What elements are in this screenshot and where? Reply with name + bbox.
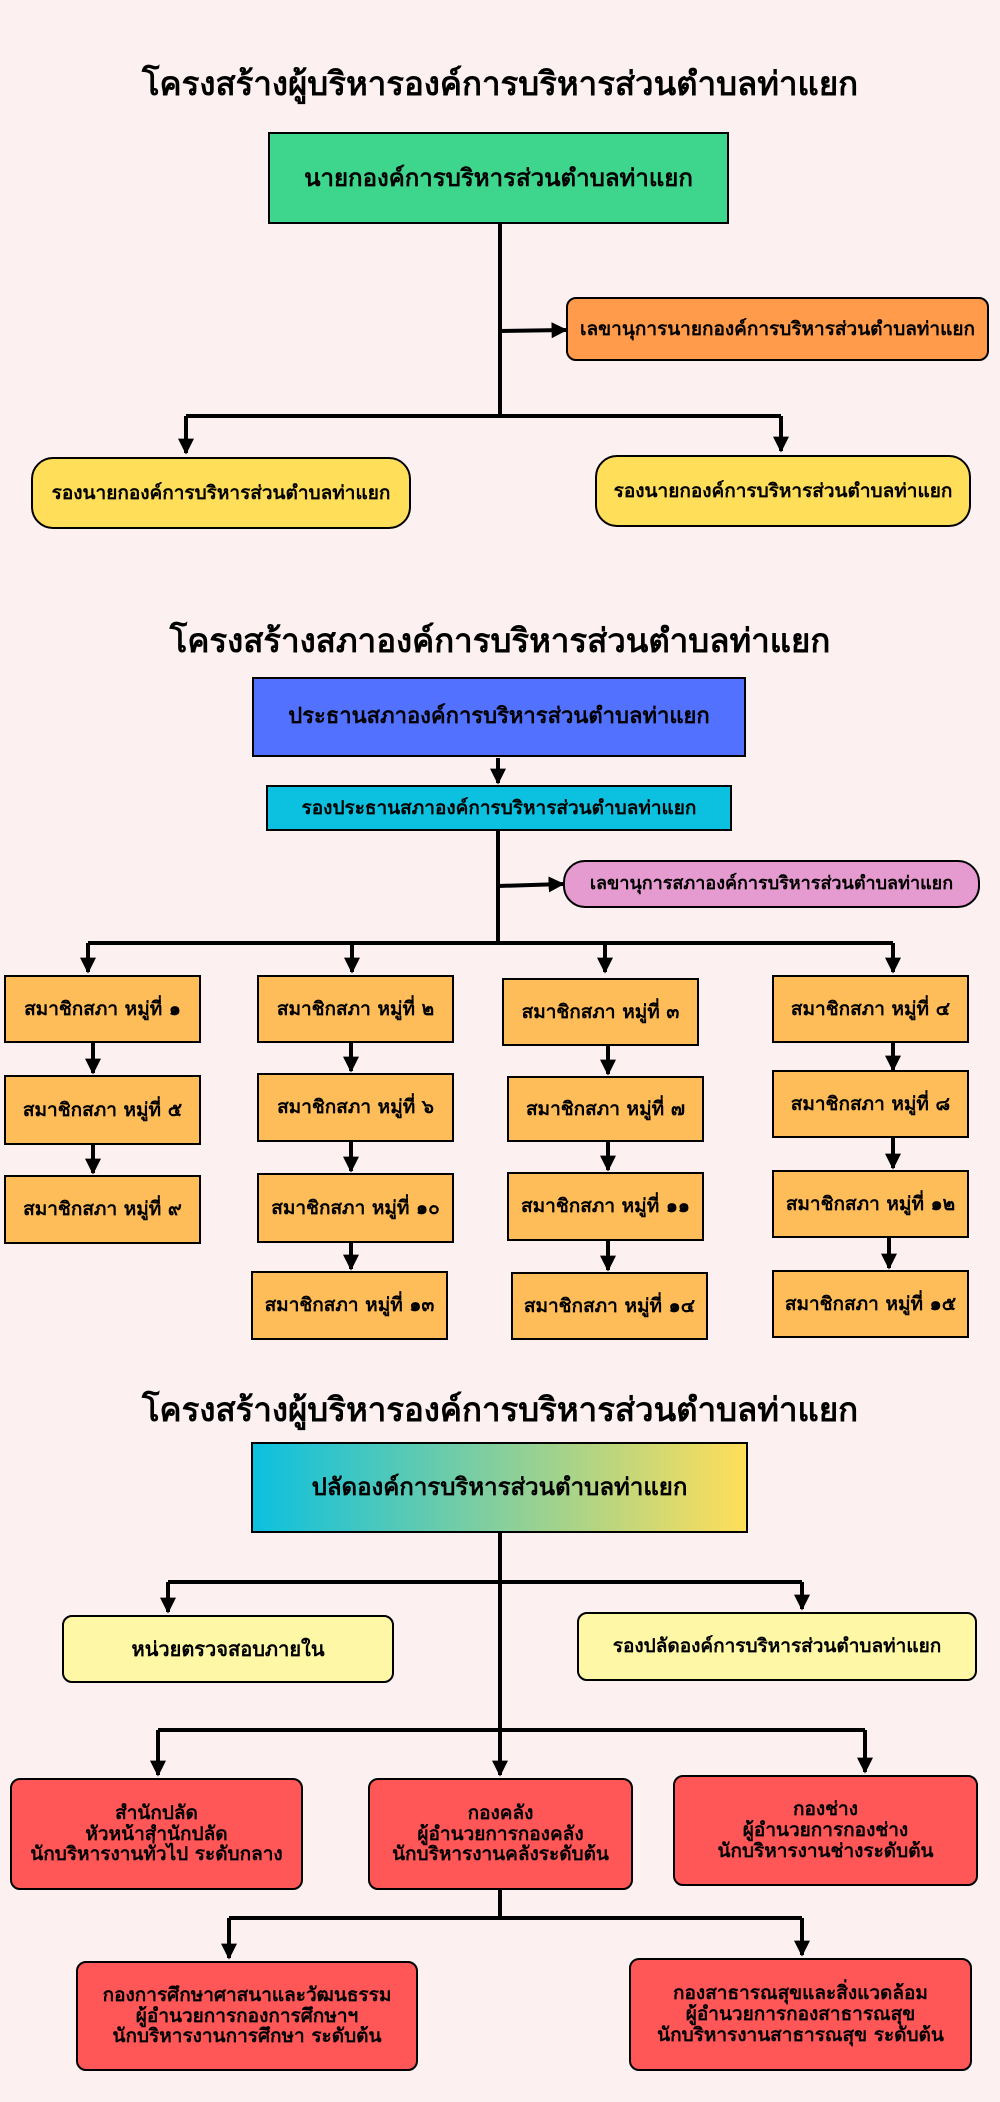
council-member-8: สมาชิกสภา หมู่ที่ ๘ <box>772 1070 969 1138</box>
mayor-secretary-box: เลขานุการนายกองค์การบริหารส่วนตำบลท่าแยก <box>566 297 989 361</box>
education-division-name: กองการศึกษาศาสนาและวัฒนธรรม <box>102 1983 392 2006</box>
council-secretary-box: เลขานุการสภาองค์การบริหารส่วนตำบลท่าแยก <box>563 860 980 908</box>
deputy-mayor-left-box: รองนายกองค์การบริหารส่วนตำบลท่าแยก <box>31 457 411 529</box>
council-member-11: สมาชิกสภา หมู่ที่ ๑๑ <box>507 1172 704 1241</box>
finance-division-head: ผู้อำนวยการกองคลัง <box>417 1822 584 1845</box>
clerk-office-name: สำนักปลัด <box>115 1801 198 1824</box>
mayor-box: นายกองค์การบริหารส่วนตำบลท่าแยก <box>268 132 729 224</box>
engineering-division-level: นักบริหารงานช่างระดับต้น <box>717 1839 934 1862</box>
council-member-15: สมาชิกสภา หมู่ที่ ๑๕ <box>772 1270 969 1338</box>
finance-division-level: นักบริหารงานคลังระดับต้น <box>392 1843 609 1866</box>
council-president-box: ประธานสภาองค์การบริหารส่วนตำบลท่าแยก <box>252 677 746 757</box>
public-health-division-level: นักบริหารงานสาธารณสุข ระดับต้น <box>657 2023 944 2046</box>
clerk-office-level: นักบริหารงานทั่วไป ระดับกลาง <box>30 1843 283 1866</box>
council-member-4: สมาชิกสภา หมู่ที่ ๔ <box>772 975 969 1043</box>
public-health-division-head: ผู้อำนวยการกองสาธารณสุข <box>685 2003 916 2026</box>
education-division-head: ผู้อำนวยการกองการศึกษาฯ <box>135 2004 359 2027</box>
council-member-3: สมาชิกสภา หมู่ที่ ๓ <box>502 978 699 1046</box>
deputy-mayor-right-box: รองนายกองค์การบริหารส่วนตำบลท่าแยก <box>595 455 971 527</box>
council-member-14: สมาชิกสภา หมู่ที่ ๑๔ <box>511 1272 708 1340</box>
council-member-12: สมาชิกสภา หมู่ที่ ๑๒ <box>772 1170 969 1238</box>
council-member-7: สมาชิกสภา หมู่ที่ ๗ <box>507 1076 704 1142</box>
council-member-10: สมาชิกสภา หมู่ที่ ๑๐ <box>257 1173 454 1243</box>
council-member-13: สมาชิกสภา หมู่ที่ ๑๓ <box>251 1271 448 1340</box>
section3-title: โครงสร้างผู้บริหารองค์การบริหารส่วนตำบลท… <box>141 1390 859 1429</box>
education-division-box: กองการศึกษาศาสนาและวัฒนธรรม ผู้อำนวยการก… <box>76 1961 418 2071</box>
public-health-division-name: กองสาธารณสุขและสิ่งแวดล้อม <box>673 1982 928 2005</box>
engineering-division-head: ผู้อำนวยการกองช่าง <box>742 1819 909 1842</box>
deputy-clerk-box: รองปลัดองค์การบริหารส่วนตำบลท่าแยก <box>577 1612 977 1681</box>
clerk-office-box: สำนักปลัด หัวหน้าสำนักปลัด นักบริหารงานท… <box>10 1778 303 1890</box>
finance-division-box: กองคลัง ผู้อำนวยการกองคลัง นักบริหารงานค… <box>368 1778 633 1890</box>
council-member-2: สมาชิกสภา หมู่ที่ ๒ <box>257 975 454 1043</box>
council-member-1: สมาชิกสภา หมู่ที่ ๑ <box>4 975 201 1043</box>
public-health-division-box: กองสาธารณสุขและสิ่งแวดล้อม ผู้อำนวยการกอ… <box>629 1958 972 2071</box>
section2-title: โครงสร้างสภาองค์การบริหารส่วนตำบลท่าแยก <box>169 621 831 660</box>
council-member-6: สมาชิกสภา หมู่ที่ ๖ <box>257 1073 454 1142</box>
engineering-division-name: กองช่าง <box>792 1798 859 1821</box>
internal-audit-box: หน่วยตรวจสอบภายใน <box>62 1615 394 1683</box>
council-member-5: สมาชิกสภา หมู่ที่ ๕ <box>4 1075 201 1145</box>
section1-title: โครงสร้างผู้บริหารองค์การบริหารส่วนตำบลท… <box>141 64 859 103</box>
council-member-9: สมาชิกสภา หมู่ที่ ๙ <box>4 1175 201 1244</box>
finance-division-name: กองคลัง <box>467 1801 534 1824</box>
clerk-box: ปลัดองค์การบริหารส่วนตำบลท่าแยก <box>251 1442 748 1533</box>
council-vice-president-box: รองประธานสภาองค์การบริหารส่วนตำบลท่าแยก <box>266 785 732 831</box>
engineering-division-box: กองช่าง ผู้อำนวยการกองช่าง นักบริหารงานช… <box>673 1775 978 1886</box>
clerk-office-head: หัวหน้าสำนักปลัด <box>85 1822 228 1845</box>
education-division-level: นักบริหารงานการศึกษา ระดับต้น <box>112 2025 382 2048</box>
